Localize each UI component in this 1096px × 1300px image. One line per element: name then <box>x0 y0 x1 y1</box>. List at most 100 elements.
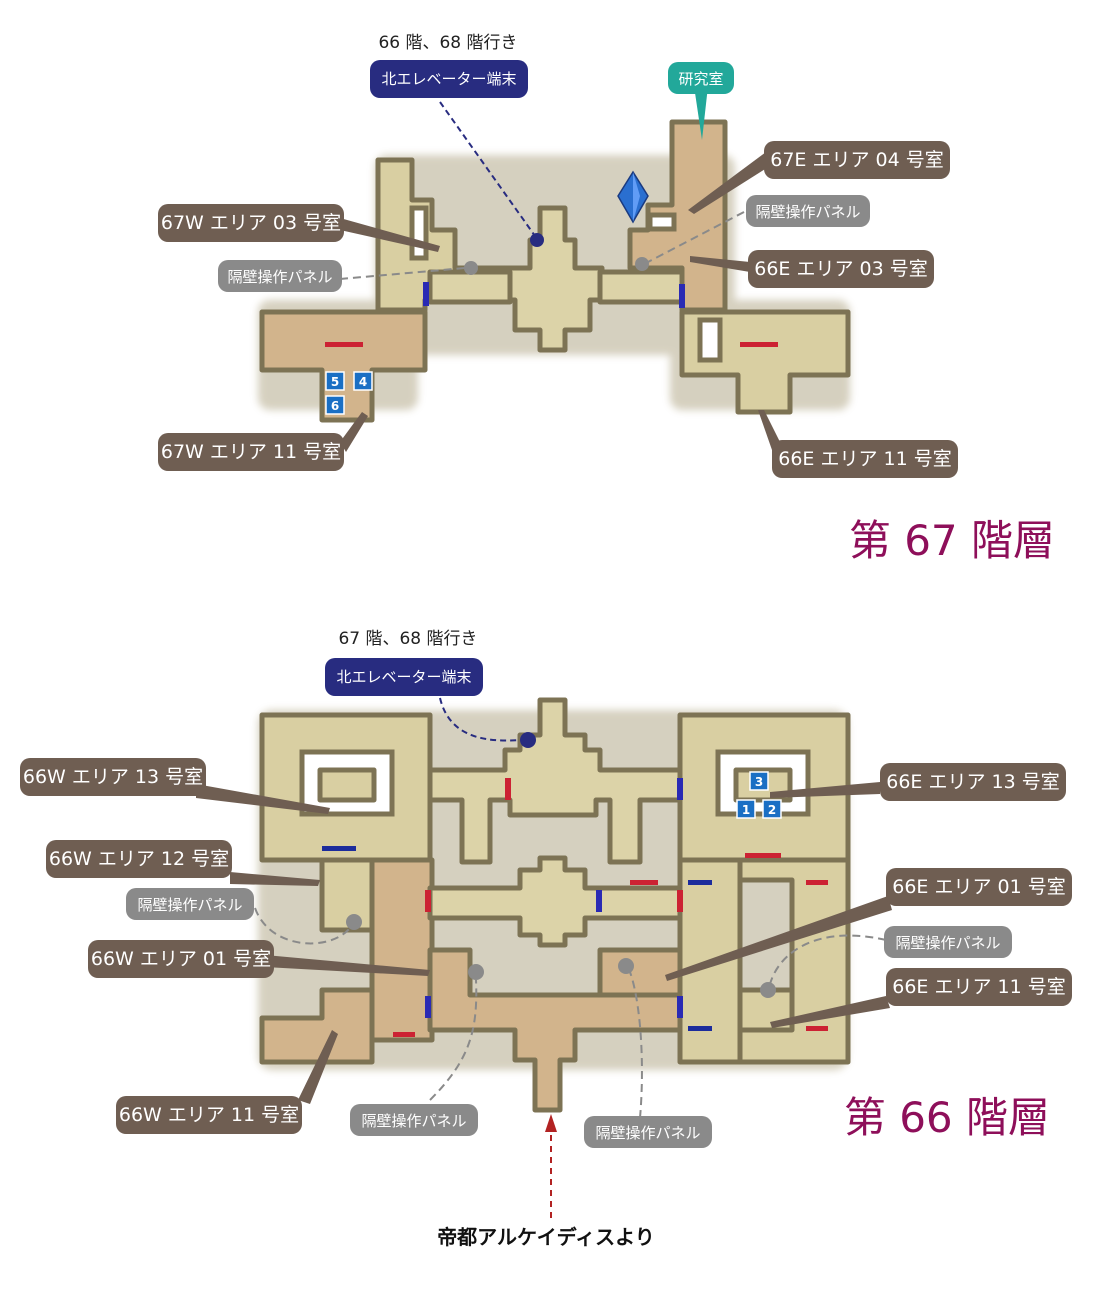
room-66w-11[interactable] <box>259 987 375 1065</box>
room-label-67w-03[interactable]: 67W エリア 03 号室 <box>158 204 344 242</box>
svg-text:2: 2 <box>768 803 776 817</box>
svg-text:隔壁操作パネル: 隔壁操作パネル <box>895 934 1000 952</box>
floor-67-map: 5 4 6 66 階、68 階行き <box>158 33 1055 565</box>
leader-line <box>230 872 320 886</box>
panel-dot-icon[interactable] <box>635 257 649 271</box>
door-red[interactable] <box>505 778 511 800</box>
door-red[interactable] <box>425 890 431 912</box>
treasure-chest-icon[interactable]: 6 <box>325 395 345 415</box>
svg-text:3: 3 <box>755 775 763 789</box>
hall-67-west-corridor[interactable] <box>427 269 513 305</box>
door-red[interactable] <box>740 342 778 347</box>
door-red[interactable] <box>325 342 363 347</box>
hall-66-south[interactable] <box>427 947 683 1113</box>
leader-line <box>429 979 478 1101</box>
door-blue[interactable] <box>688 1026 712 1031</box>
room-label-66w-11[interactable]: 66W エリア 11 号室 <box>116 1096 302 1134</box>
leader-line <box>758 410 784 450</box>
hall-66w-vertical[interactable] <box>369 857 435 1043</box>
room-label-66e-03[interactable]: 66E エリア 03 号室 <box>748 250 934 288</box>
door-red[interactable] <box>393 1032 415 1037</box>
leader-line <box>196 784 330 814</box>
room-67w-11[interactable] <box>259 309 428 423</box>
panel-label[interactable]: 隔壁操作パネル <box>884 926 1012 958</box>
leader-line <box>340 218 440 252</box>
room-label-66w-13[interactable]: 66W エリア 13 号室 <box>20 758 206 796</box>
leader-line <box>770 782 880 798</box>
wall <box>697 317 723 363</box>
leader-line <box>254 907 351 945</box>
leader-line <box>688 152 770 214</box>
svg-text:66W エリア 13 号室: 66W エリア 13 号室 <box>23 766 203 788</box>
entrance-text: 帝都アルケイディスより <box>437 1225 655 1249</box>
panel-label[interactable]: 隔壁操作パネル <box>584 1116 712 1148</box>
treasure-chest-icon[interactable]: 4 <box>353 371 373 391</box>
treasure-chest-icon[interactable]: 5 <box>325 371 345 391</box>
hall-67-east-corridor[interactable] <box>597 269 685 305</box>
svg-text:66W エリア 01 号室: 66W エリア 01 号室 <box>91 948 271 970</box>
panel-dot-icon[interactable] <box>760 982 776 998</box>
leader-line <box>340 412 368 452</box>
svg-text:66W エリア 11 号室: 66W エリア 11 号室 <box>119 1104 299 1126</box>
leader-line <box>769 934 887 985</box>
svg-text:66E エリア 13 号室: 66E エリア 13 号室 <box>886 771 1059 793</box>
room-label-67e-04[interactable]: 67E エリア 04 号室 <box>764 141 950 179</box>
room-label-66e-11[interactable]: 66E エリア 11 号室 <box>886 968 1072 1006</box>
wall <box>409 205 429 261</box>
treasure-chest-icon[interactable]: 2 <box>762 799 782 819</box>
door-red[interactable] <box>806 1026 828 1031</box>
door-blue[interactable] <box>425 996 431 1018</box>
panel-dot-icon[interactable] <box>618 958 634 974</box>
leader-line <box>629 971 643 1119</box>
room-66e-01-f66-west[interactable] <box>597 947 683 998</box>
room-label-66e-11[interactable]: 66E エリア 11 号室 <box>772 440 958 478</box>
svg-text:67W エリア 11 号室: 67W エリア 11 号室 <box>161 441 341 463</box>
room-label-66e-01[interactable]: 66E エリア 01 号室 <box>886 868 1072 906</box>
panel-dot-icon[interactable] <box>464 261 478 275</box>
door-blue[interactable] <box>322 846 356 851</box>
leader-line <box>339 267 466 280</box>
panel-dot-icon[interactable] <box>468 964 484 980</box>
svg-text:66E エリア 01 号室: 66E エリア 01 号室 <box>892 876 1065 898</box>
room-66w-13-inner[interactable] <box>317 767 377 803</box>
room-label-67w-11[interactable]: 67W エリア 11 号室 <box>158 433 344 471</box>
room-label-66w-12[interactable]: 66W エリア 12 号室 <box>46 840 232 878</box>
leader-line <box>647 211 745 263</box>
treasure-chest-icon[interactable]: 3 <box>749 771 769 791</box>
elevator-dot-icon[interactable] <box>530 233 544 247</box>
svg-text:6: 6 <box>331 399 339 413</box>
room-label-66e-13[interactable]: 66E エリア 13 号室 <box>880 763 1066 801</box>
svg-text:5: 5 <box>331 375 339 389</box>
elevator-label[interactable]: 北エレベーター端末 <box>325 658 483 696</box>
panel-dot-icon[interactable] <box>346 914 362 930</box>
leader-line <box>265 955 430 976</box>
door-blue[interactable] <box>677 996 683 1018</box>
door-blue[interactable] <box>596 890 602 912</box>
panel-label[interactable]: 隔壁操作パネル <box>218 260 342 292</box>
leader-line <box>770 996 890 1028</box>
door-blue[interactable] <box>688 880 712 885</box>
treasure-chest-icon[interactable]: 1 <box>736 799 756 819</box>
room-66e-11-f67[interactable] <box>679 309 851 415</box>
elevator-label[interactable]: 北エレベーター端末 <box>370 60 528 98</box>
svg-text:1: 1 <box>742 803 750 817</box>
svg-text:67W エリア 03 号室: 67W エリア 03 号室 <box>161 212 341 234</box>
panel-label[interactable]: 隔壁操作パネル <box>126 888 254 920</box>
room-label-66w-01[interactable]: 66W エリア 01 号室 <box>88 940 274 978</box>
svg-text:隔壁操作パネル: 隔壁操作パネル <box>137 896 242 914</box>
floor-title: 第 67 階層 <box>849 516 1055 565</box>
door-red[interactable] <box>630 880 658 885</box>
wall <box>647 212 677 232</box>
lab-label[interactable]: 研究室 <box>668 62 734 94</box>
door-red[interactable] <box>745 853 781 858</box>
elevator-dot-icon[interactable] <box>520 732 536 748</box>
door-blue[interactable] <box>423 282 429 306</box>
save-crystal-icon[interactable] <box>617 170 649 224</box>
door-blue[interactable] <box>677 778 683 800</box>
panel-label[interactable]: 隔壁操作パネル <box>746 195 870 227</box>
door-blue[interactable] <box>679 284 685 308</box>
door-red[interactable] <box>806 880 828 885</box>
svg-text:隔壁操作パネル: 隔壁操作パネル <box>755 203 860 221</box>
door-red[interactable] <box>677 890 683 912</box>
panel-label[interactable]: 隔壁操作パネル <box>350 1104 478 1136</box>
